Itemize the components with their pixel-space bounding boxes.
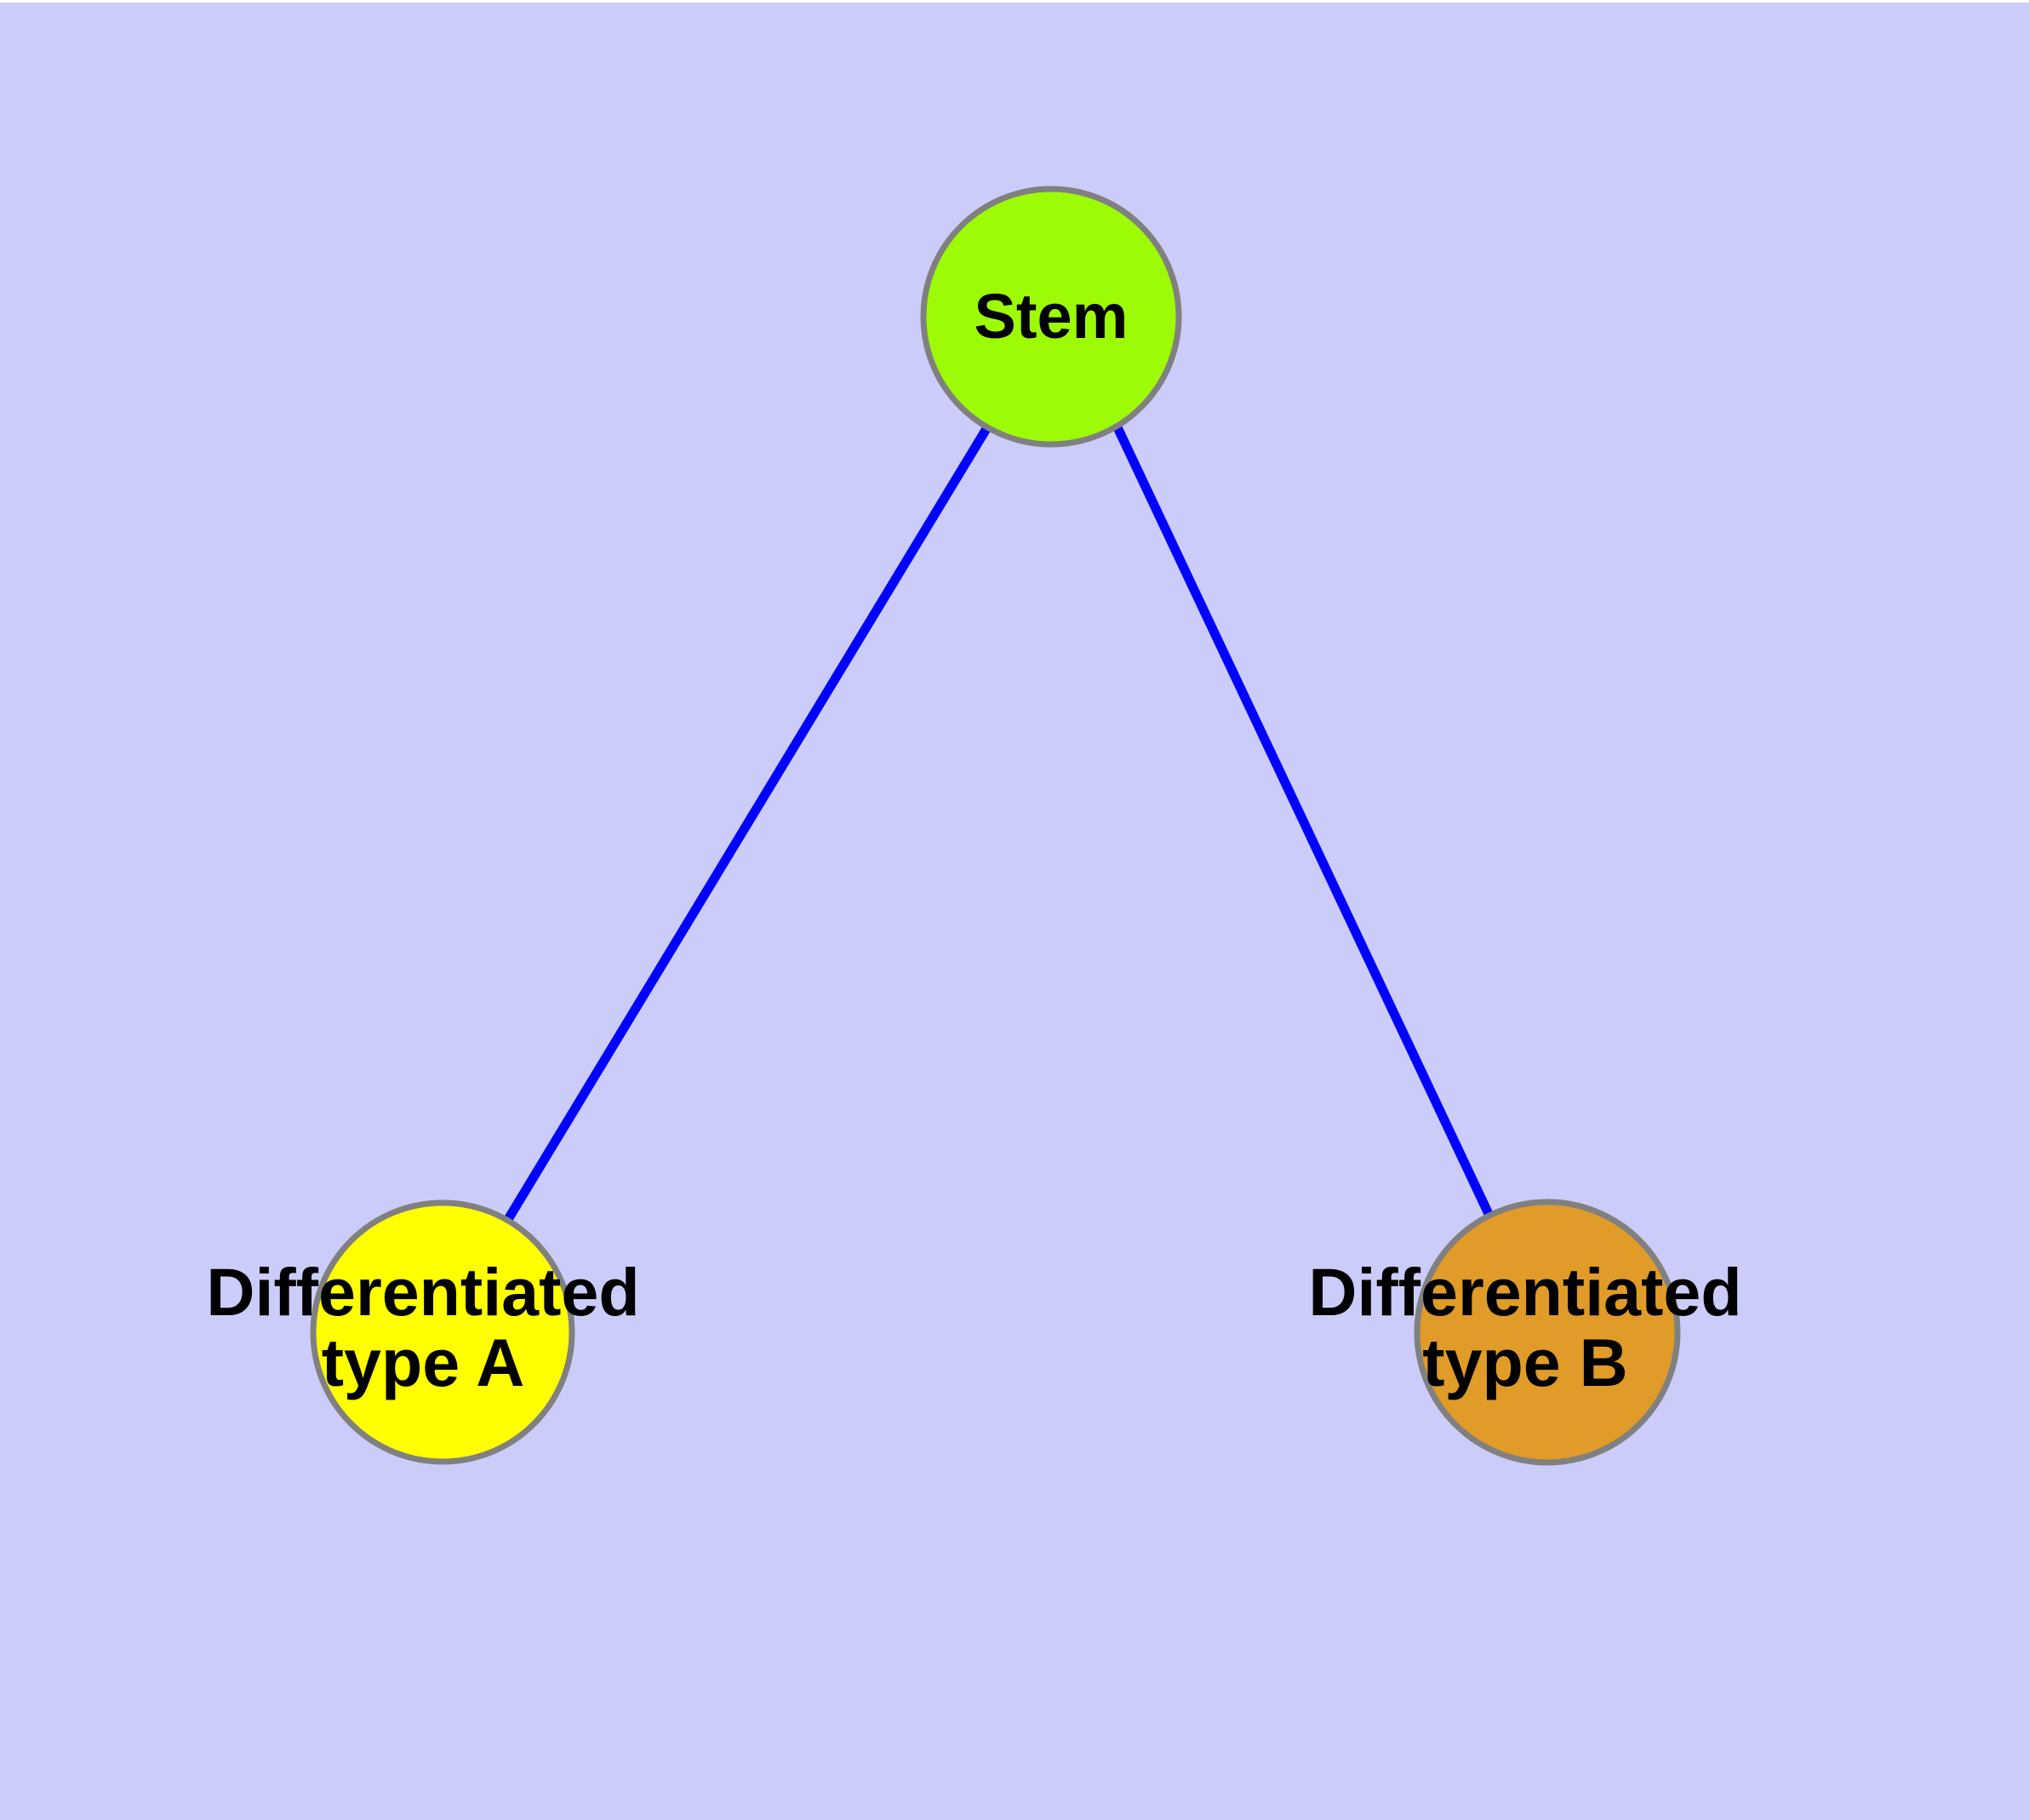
edge-stem-to-differentiated-type-a[interactable] (503, 425, 992, 1223)
edge-stem-to-differentiated-type-b[interactable] (1112, 423, 1494, 1218)
node-differentiated-type-a[interactable] (310, 1199, 575, 1465)
edge-layer (503, 423, 1494, 1223)
node-layer (310, 186, 1681, 1466)
node-stem[interactable] (920, 186, 1182, 448)
node-differentiated-type-b[interactable] (1414, 1199, 1681, 1466)
